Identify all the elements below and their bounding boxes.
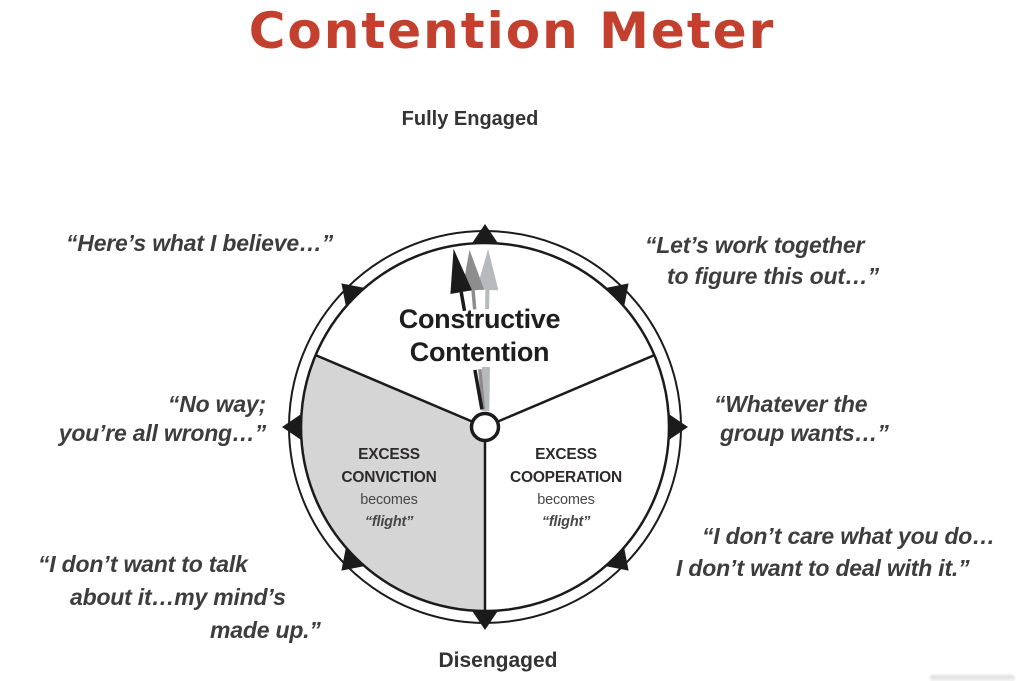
excess-label: EXCESS (358, 446, 420, 463)
cooperation-label: COOPERATION (509, 469, 623, 486)
conviction-label: CONVICTION (341, 469, 437, 486)
needle-black-icon (450, 248, 484, 410)
becomes-label: becomes (537, 492, 595, 508)
quote-line: I don’t want to deal with it.” (676, 555, 970, 581)
quote-whatever-the-group-wants: “Whatever the group wants…” (714, 390, 889, 448)
tick-marker-sw-icon (341, 546, 366, 571)
quote-line: made up.” (210, 617, 321, 643)
sector-heading-line: Constructive (398, 304, 561, 334)
sector-divider-right (484, 353, 655, 429)
sector-heading-line: Contention (409, 337, 550, 367)
quote-dont-want-to-talk: “I don’t want to talk about it…my mind’s… (38, 548, 321, 647)
needle-light-gray-icon (476, 249, 499, 412)
flight-label: “flight” (541, 514, 591, 530)
cropped-watermark (930, 675, 1015, 681)
quote-line: “I don’t want to talk (38, 551, 248, 577)
quote-line: group wants…” (720, 420, 889, 446)
excess-label: EXCESS (535, 446, 597, 463)
tick-marker-e-icon (668, 413, 688, 441)
tick-marker-s-icon (471, 610, 499, 630)
axis-label-bottom: Disengaged (438, 649, 558, 672)
quote-lets-work-together: “Let’s work together to figure this out…… (645, 230, 879, 292)
quote-line: “No way; (167, 391, 266, 417)
needle-hub (469, 411, 501, 443)
sector-label-constructive-contention: Constructive Contention (352, 303, 607, 369)
becomes-label: becomes (360, 492, 418, 508)
quote-heres-what-i-believe: “Here’s what I believe…” (66, 229, 333, 258)
quote-dont-care-what-you-do: “I don’t care what you do… I don’t want … (676, 520, 995, 584)
quote-line: you’re all wrong…” (58, 420, 266, 446)
quote-line: about it…my mind’s (70, 584, 286, 610)
tick-marker-n-icon (471, 224, 499, 244)
gray-sector-conviction (301, 243, 485, 611)
tick-marker-se-icon (604, 546, 629, 571)
tick-marker-nw-icon (341, 283, 366, 308)
quote-line: “Let’s work together (645, 232, 865, 258)
quote-line: “Whatever the (714, 391, 868, 417)
quote-line: “Here’s what I believe…” (66, 230, 334, 256)
axis-label-top: Fully Engaged (401, 108, 539, 130)
sector-divider-left (315, 353, 486, 429)
quote-no-way-youre-all-wrong: “No way; you’re all wrong…” (34, 390, 266, 448)
sector-label-excess-cooperation: EXCESS COOPERATION becomes “flight” (486, 443, 646, 533)
diagram-title: Contention Meter (248, 2, 776, 60)
flight-label: “flight” (364, 514, 414, 530)
sector-label-excess-conviction: EXCESS CONVICTION becomes “flight” (309, 443, 469, 533)
quote-line: “I don’t care what you do… (702, 523, 995, 549)
tick-marker-w-icon (282, 413, 302, 441)
tick-marker-ne-icon (604, 283, 629, 308)
quote-line: to figure this out…” (667, 263, 879, 289)
